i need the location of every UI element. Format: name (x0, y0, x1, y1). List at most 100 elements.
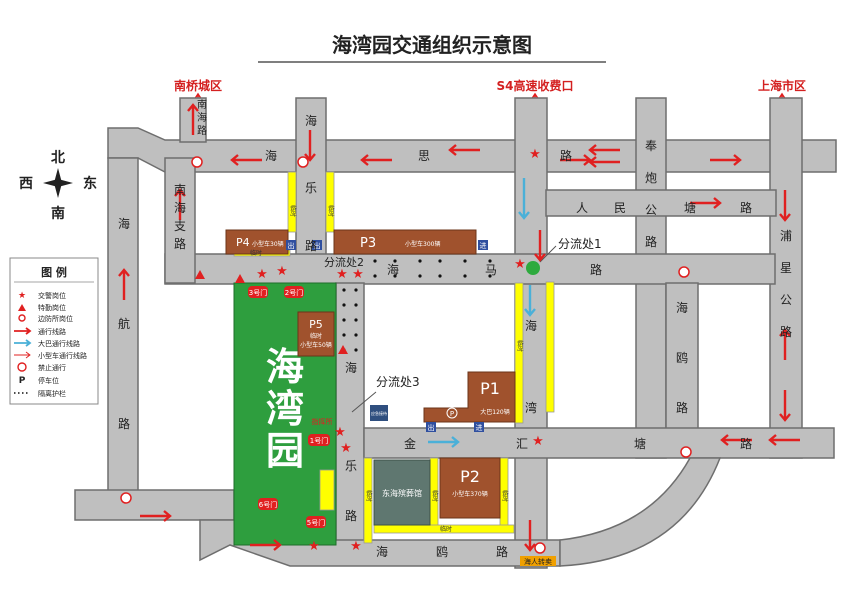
road-haile-upper-3: 路 (305, 238, 317, 253)
road-jinhui-1: 金 (404, 436, 416, 451)
temp-side-2 (325, 171, 335, 233)
road-haihang-3: 路 (118, 416, 130, 431)
svg-text:★: ★ (308, 539, 320, 554)
svg-text:★: ★ (529, 147, 541, 162)
legend-label-1: 交警岗位 (38, 291, 66, 300)
funeral-hall (373, 459, 431, 526)
lot-p3-desc: 小型车300辆 (405, 240, 440, 248)
svg-text:★: ★ (514, 257, 526, 272)
road-haile-upper-1: 海 (305, 113, 317, 128)
dest-s4: S4高速收费口 (497, 78, 574, 93)
road-nanhaizhi-3: 支 (174, 219, 186, 233)
legend-p-icon: P (19, 376, 26, 386)
p4-exit-tag: 出 (288, 241, 295, 250)
temp-label-8: 临时 (250, 249, 262, 257)
diversion-1-label: 分流处1 (558, 237, 602, 251)
road-curve-right (559, 457, 722, 567)
emergency-center-label: 应急接待 (371, 410, 387, 416)
temp-label-6: 临时 (501, 490, 509, 502)
svg-text:★: ★ (340, 441, 352, 456)
lot-p5-name: P5 (309, 318, 323, 331)
road-haima-1: 海 (387, 262, 399, 277)
temp-label-4: 临时 (365, 490, 373, 502)
road-haisi-3: 路 (560, 148, 572, 163)
lot-p4 (225, 229, 289, 255)
road-tang-upper-1: 塘 (684, 200, 696, 215)
svg-text:★: ★ (352, 267, 364, 282)
road-puxing-2: 星 (780, 261, 792, 275)
compass-east: 东 (83, 175, 97, 192)
lot-p2-name: P2 (460, 467, 480, 486)
p1-entry-tag: 进 (476, 424, 483, 432)
temp-label-3: 临时 (516, 340, 524, 352)
road-tang-upper-2: 路 (740, 200, 752, 215)
p1-parking-letter: P (450, 410, 454, 418)
road-haima-3: 路 (590, 262, 602, 277)
no-entry-signs (120, 156, 692, 554)
legend-icons: ★ P (14, 291, 32, 394)
lot-p5 (297, 311, 335, 357)
diversion-1-leader (539, 245, 557, 263)
legend-label-6: 小型车通行线路 (38, 351, 87, 360)
park-char-2: 湾 (266, 387, 304, 431)
compass-north: 北 (51, 150, 65, 166)
legend-label-2: 特勤岗位 (38, 303, 66, 312)
road-fengjiang-4: 路 (645, 234, 657, 249)
road-haipeng (665, 282, 699, 434)
road-haihang-1: 海 (118, 216, 130, 231)
temp-side-10 (545, 281, 555, 413)
p1-exit-tag: 出 (428, 423, 435, 432)
dest-nanqiao: 南桥城区 (174, 78, 222, 93)
road-puxing-1: 浦 (780, 229, 792, 243)
gate-1-label: 1号门 (310, 436, 328, 445)
compass: 北 南 东 西 (19, 150, 97, 222)
road-haile-lower-3: 路 (345, 508, 357, 523)
road-fengjiang-1: 奉 (645, 139, 657, 153)
lot-p1-name: P1 (480, 379, 500, 398)
map-title: 海湾园交通组织示意图 (332, 33, 532, 57)
legend-label-4: 通行线路 (38, 327, 66, 336)
legend-redline-arrow-icon (14, 351, 31, 359)
svg-text:★: ★ (336, 267, 348, 282)
entry-exit-tags: 进 出 出 出 进 (286, 240, 488, 432)
legend-label-8: 停车位 (38, 376, 59, 385)
svg-text:★: ★ (276, 264, 288, 279)
p3-entry-tag: 进 (480, 242, 487, 250)
road-renmin-1: 人 (576, 201, 588, 215)
lot-p4-name: P4 (236, 236, 250, 249)
lot-p3 (333, 229, 477, 255)
legend-triangle-icon (18, 304, 26, 311)
legend-blue-arrow-icon (14, 339, 32, 347)
lot-p5-desc: 临时 (310, 332, 322, 340)
lot-p5-desc2: 小型车50辆 (300, 341, 332, 349)
road-nanhailu-2: 海 (197, 111, 207, 124)
road-puxing-3: 公 (780, 293, 792, 307)
diversion-3-label: 分流处3 (376, 375, 420, 389)
legend-label-5: 大巴通行线路 (38, 339, 80, 348)
barrier-dots (342, 259, 492, 352)
dest-shanghai: 上海市区 (758, 78, 806, 93)
lot-p4-desc: 小型车30辆 (252, 240, 284, 248)
legend-red-arrow-icon (14, 327, 32, 335)
road-tang-lower-2: 路 (740, 436, 752, 451)
police-post-stars: ★ ★ ★ ★ ★ ★ ★ ★ ★ ★ ★ (256, 147, 544, 554)
temp-side-3 (514, 282, 524, 424)
road-hai-east-1: 海 (525, 318, 537, 333)
road-nanhaizhi (164, 157, 196, 284)
legend-circle-icon (18, 314, 26, 322)
diversion-1-marker (526, 261, 540, 275)
temp-side-1 (287, 171, 297, 233)
toll-box (520, 556, 556, 566)
red-traffic-arrows (118, 103, 800, 552)
legend-title: 图 例 (41, 265, 67, 279)
svg-text:★: ★ (350, 539, 362, 554)
road-nanhailu-1: 南 (197, 98, 207, 111)
lot-p1 (423, 371, 516, 423)
lot-p1-desc: 大巴120辆 (480, 408, 509, 416)
road-haiou-bottom-2: 鸥 (436, 544, 448, 559)
temp-side-4 (363, 457, 373, 544)
compass-ew-needle (43, 179, 73, 187)
lot-p2 (439, 457, 501, 519)
temp-label-5: 临时 (431, 490, 439, 502)
